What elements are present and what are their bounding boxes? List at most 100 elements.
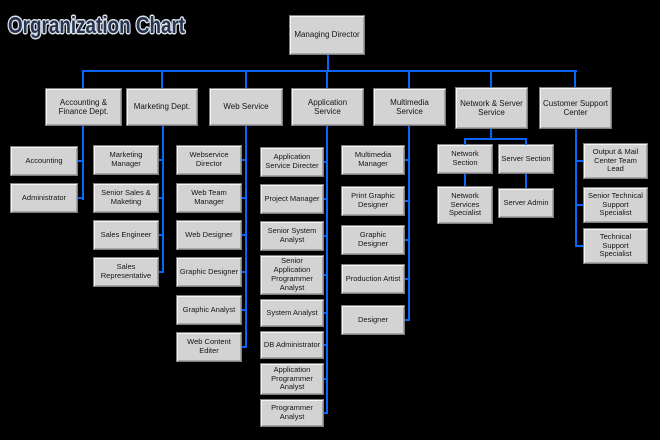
org-box-label: Graphic Designer [357,230,388,248]
connector-line [324,274,328,276]
connector-line [82,126,84,200]
org-box-label: Application Service Directer [265,152,319,170]
connector-line [525,138,527,145]
org-box-label: DB Administrator [263,339,321,349]
connector-line [159,271,164,273]
org-box-label: Print Graphic Designer [351,191,395,209]
org-box-label: Web Team Manager [191,188,227,206]
org-box-label: Senior Sales & Maketing [101,188,151,206]
connector-line [577,160,583,162]
org-box-label: Multimedia Manager [354,150,392,168]
org-box-label: Application Service [307,97,348,116]
org-box-label: Server Section [501,153,551,163]
connector-line [242,234,247,236]
connector-line [408,126,410,321]
org-box-label: Accounting & Finance Dept. [58,97,109,116]
connector-line [408,70,410,88]
org-box-technical-support-specialist: Technical Support Specialist [583,228,648,264]
connector-line [577,245,583,247]
connector-line [324,312,328,314]
connector-line [464,138,527,140]
org-box-label: Marketing Manager [109,150,143,168]
connector-line [405,239,410,241]
org-box-label: Network & Server Service [460,98,523,117]
connector-line [324,412,328,414]
connector-line [324,344,328,346]
org-box-system-analyst: System Analyst [260,299,324,327]
connector-line [464,138,466,145]
org-box-graphic-designer-web: Graphic Designer [176,257,242,287]
org-box-accounting: Accounting [10,146,78,176]
connector-line [78,160,84,162]
connector-line [161,70,163,88]
org-box-customer-support-center: Customer Support Center [539,87,612,129]
org-box-senior-application-programmer-analyst: Senior Application Programmer Analyst [260,255,324,295]
org-box-project-manager: Project Manager [260,184,324,214]
connector-line [326,126,328,414]
org-box-label: System Analyst [266,307,318,317]
org-box-production-artist: Production Artist [341,264,405,294]
org-box-administrator: Administrator [10,183,78,213]
org-box-server-section: Server Section [498,144,554,174]
org-box-label: Senior System Analyst [267,226,317,244]
org-box-network-services-specialist: Network Services Specialist [437,186,493,224]
connector-line [405,278,410,280]
org-box-graphic-analyst: Graphic Analyst [176,295,242,325]
org-box-label: Graphic Analyst [182,304,236,314]
org-box-label: Accounting [25,155,63,165]
org-box-label: Sales Engineer [100,229,152,239]
org-box-managing-director: Managing Director [289,15,365,55]
connector-line [575,129,577,247]
org-box-senior-sales-maketing: Senior Sales & Maketing [93,183,159,213]
org-box-application-service-directer: Application Service Directer [260,147,324,177]
connector-line [82,70,577,72]
org-box-label: Web Content Editer [187,337,231,355]
org-box-application-programmer-analyst: Application Programmer Analyst [260,363,324,395]
org-box-label: Network Section [451,149,479,167]
org-box-accounting-finance-dept: Accounting & Finance Dept. [45,88,122,126]
org-box-multimedia-manager: Multimedia Manager [341,145,405,175]
connector-line [159,234,164,236]
connector-line [82,70,84,88]
connector-line [78,197,84,199]
connector-line [242,159,247,161]
org-box-label: Webservice Director [189,150,229,168]
connector-line [245,126,247,348]
connector-line [242,271,247,273]
org-box-label: Network Services Specialist [448,190,482,218]
connector-line [242,346,247,348]
org-box-label: Senior Application Programmer Analyst [271,256,313,292]
org-box-marketing-manager: Marketing Manager [93,145,159,175]
org-box-application-service: Application Service [291,88,364,126]
org-box-label: Multimedia Service [390,97,429,116]
connector-line [405,200,410,202]
connector-line [464,174,466,186]
org-box-label: Technical Support Specialist [599,231,632,259]
connector-line [525,174,527,188]
org-box-programmer-analyst: Programmer Analyst [260,399,324,427]
org-box-label: Designer [357,314,388,324]
org-box-label: Managing Director [294,30,360,40]
org-box-webservice-director: Webservice Director [176,145,242,175]
org-box-label: Output & Mail Center Team Lead [592,146,639,174]
org-box-multimedia-service: Multimedia Service [373,88,446,126]
org-box-graphic-designer-multimedia: Graphic Designer [341,225,405,255]
org-box-designer: Designer [341,305,405,335]
org-box-label: Customer Support Center [543,98,608,117]
org-box-label: Server Admin [503,197,549,207]
connector-line [245,70,247,88]
org-box-network-section: Network Section [437,144,493,174]
org-box-label: Project Manager [264,193,320,203]
org-box-marketing-dept: Marketing Dept. [126,88,198,126]
org-box-web-service: Web Service [209,88,283,126]
org-box-print-graphic-designer: Print Graphic Designer [341,186,405,216]
connector-line [159,159,164,161]
connector-line [574,70,576,87]
org-box-network-server-service: Network & Server Service [455,87,528,129]
org-box-web-content-editer: Web Content Editer [176,332,242,362]
org-box-senior-technical-support-specialist: Senior Technical Support Specialist [583,187,648,223]
connector-line [324,161,328,163]
org-box-web-team-manager: Web Team Manager [176,183,242,213]
org-box-server-admin: Server Admin [498,188,554,218]
org-box-label: Graphic Designer [179,266,239,276]
